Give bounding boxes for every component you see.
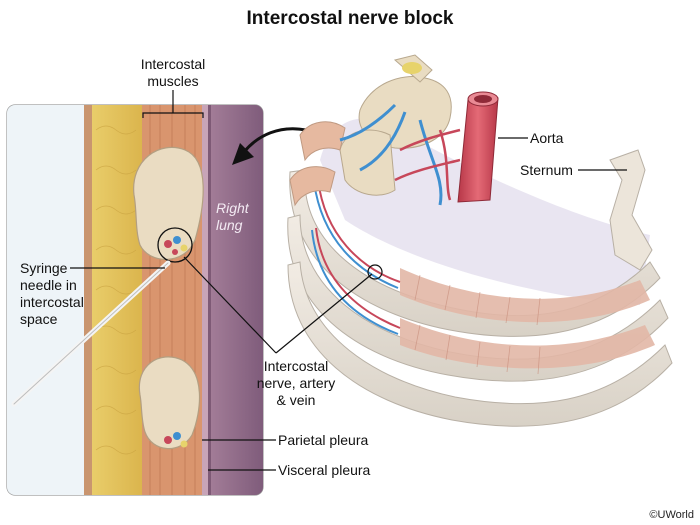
sternum <box>609 149 653 271</box>
label-aorta: Aorta <box>530 130 564 146</box>
rib-1 <box>289 169 661 337</box>
copyright-text: ©UWorld <box>649 509 694 521</box>
skin-layer <box>7 105 87 495</box>
label-visceral-pleura: Visceral pleura <box>278 462 371 478</box>
cross-section-panel <box>6 90 264 496</box>
lower-neurovascular-bundle <box>164 432 188 448</box>
fat-layer <box>92 105 142 495</box>
label-sternum: Sternum <box>520 162 573 178</box>
label-nerve-artery-vein: Intercostal nerve, artery & vein <box>256 358 336 408</box>
rib-3 <box>287 261 673 427</box>
injection-site-circle <box>157 227 193 263</box>
rib-site-circle <box>367 264 383 280</box>
leader-lines <box>70 137 627 471</box>
label-right-lung: Right lung <box>216 200 249 233</box>
rib-cage-illustration <box>287 54 673 427</box>
rib-2 <box>287 214 669 382</box>
label-intercostal-muscles: Intercostal muscles <box>140 56 206 89</box>
label-syringe: Syringe needle in intercostal space <box>20 260 84 327</box>
upper-neurovascular-bundle <box>164 236 188 255</box>
diagram-title: Intercostal nerve block <box>246 8 454 29</box>
pleura-layer <box>202 105 208 495</box>
curved-arrow <box>232 127 307 165</box>
aorta-vessel <box>457 91 499 203</box>
label-parietal-pleura: Parietal pleura <box>278 432 369 448</box>
lower-rib <box>138 356 201 450</box>
lung-area <box>211 105 263 495</box>
